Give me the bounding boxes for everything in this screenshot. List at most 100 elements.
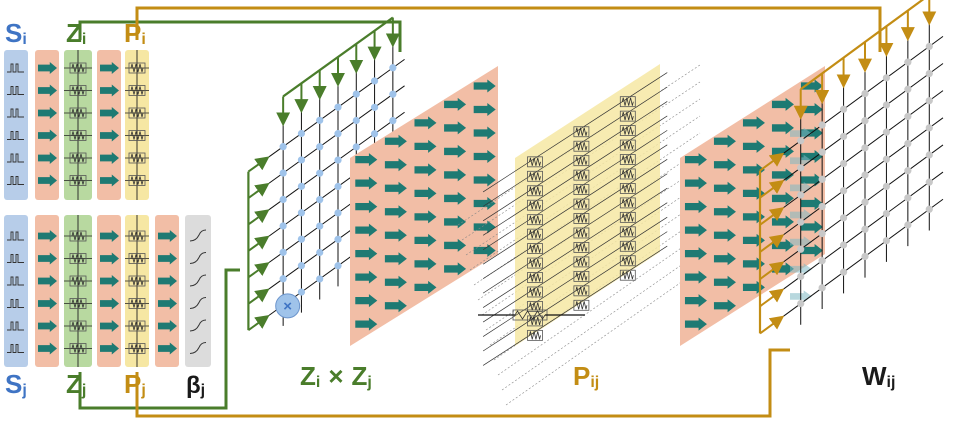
resistor-box <box>573 140 590 152</box>
arrow-right-icon <box>771 121 794 135</box>
arrow-right-icon <box>713 181 736 195</box>
arrow-right-icon <box>684 200 707 214</box>
multiply-circle <box>275 293 301 319</box>
resistor-zigzag <box>71 176 85 185</box>
resistor-zigzag <box>575 185 588 194</box>
beta-curve-icon <box>189 229 207 242</box>
arrow-right-icon <box>684 247 707 261</box>
arrow-right-icon <box>384 158 407 172</box>
resistor-zigzag <box>621 227 634 236</box>
grid-node <box>279 169 287 177</box>
grid-node <box>904 139 912 148</box>
zi-wire <box>78 20 402 52</box>
spike-train-icon <box>7 276 24 286</box>
resistor-zigzag <box>575 199 588 209</box>
input-arrow-right-icon <box>759 261 785 280</box>
arrow-right-icon <box>158 252 177 265</box>
arrow-right-icon <box>100 84 119 97</box>
grid-node <box>861 144 869 152</box>
input-arrow-right-icon <box>759 234 785 253</box>
pij-dashed-line <box>505 268 701 406</box>
beta-curve-icon <box>189 319 207 332</box>
resistor-zigzag <box>130 321 144 331</box>
grid-node <box>839 105 848 113</box>
arrow-right-icon <box>355 176 378 190</box>
grid-node <box>279 195 287 204</box>
grid-node <box>297 182 306 190</box>
arrow-right-icon <box>384 252 407 266</box>
resistor-icon <box>128 275 146 287</box>
resistor-icon <box>527 170 543 182</box>
resistor-zigzag <box>529 215 541 224</box>
arrow-right-icon <box>38 107 57 119</box>
resistor-box <box>69 107 87 119</box>
arrow-right-icon <box>38 297 57 310</box>
resistor-zigzag <box>71 131 85 140</box>
resistor-box <box>573 155 590 167</box>
arrow-right-icon <box>355 294 378 308</box>
resistor-zigzag <box>529 157 541 166</box>
arrow-right-icon <box>713 134 736 148</box>
arrow-right-icon <box>684 223 707 237</box>
arrow-right-icon <box>800 197 823 211</box>
resistor-icon <box>527 156 543 168</box>
resistor-zigzag <box>575 243 588 252</box>
resistor-icon <box>619 197 636 209</box>
arrow-right-icon <box>100 297 119 310</box>
spike-train-icon <box>7 108 24 118</box>
resistor-zigzag <box>529 201 541 210</box>
resistor-icon <box>527 185 543 197</box>
resistor-icon <box>128 62 146 74</box>
resistor-box <box>527 329 543 341</box>
resistor-box <box>128 130 146 141</box>
grid-node <box>904 112 912 121</box>
arrow-right-icon <box>444 262 467 276</box>
grid-node <box>334 235 342 243</box>
arrow-right-icon <box>384 181 407 195</box>
input-arrow-right-icon <box>247 182 270 199</box>
grid-node <box>316 196 324 204</box>
resistor-icon <box>128 107 146 119</box>
input-arrow-right-icon <box>759 152 785 172</box>
pij-row-line <box>482 159 668 279</box>
resistor-icon <box>128 230 146 242</box>
arrow-right-icon <box>414 139 437 153</box>
pij-row-line <box>482 231 668 352</box>
resistor-icon <box>573 299 590 311</box>
arrow-right-icon <box>684 270 707 284</box>
resistor-box <box>619 168 636 180</box>
resistor-zigzag <box>514 310 546 320</box>
arrow-right-icon <box>684 317 707 331</box>
pij-row-line <box>482 115 668 236</box>
resistor-box <box>573 285 590 297</box>
pj-wire <box>135 348 790 418</box>
pij-row-line <box>482 101 668 222</box>
resistor-zigzag <box>529 172 541 181</box>
grid-node <box>839 187 848 195</box>
arrow-right-icon <box>414 233 437 247</box>
resistor-box <box>128 85 146 96</box>
grid-node <box>352 143 360 151</box>
grid-node <box>925 69 933 78</box>
resistor-zigzag <box>71 153 85 163</box>
pij-row-line <box>482 173 668 294</box>
input-arrow-right-icon <box>247 288 270 305</box>
grid-node <box>882 237 891 245</box>
resistor-box <box>128 62 146 74</box>
resistor-icon <box>573 184 590 195</box>
grid-node <box>797 299 805 308</box>
resistor-zigzag <box>575 272 588 281</box>
zj-label: Zj <box>66 369 86 399</box>
grid-node <box>904 167 912 175</box>
grid-node <box>839 241 848 249</box>
grid-node <box>839 214 848 222</box>
grid-node <box>297 156 306 164</box>
grid-node <box>904 221 912 229</box>
zj-wire <box>78 268 240 410</box>
resistor-box <box>128 275 146 287</box>
arrow-right-icon <box>38 62 57 74</box>
resistor-box <box>619 96 636 108</box>
resistor-zigzag <box>529 316 541 325</box>
resistor-icon <box>573 140 590 152</box>
